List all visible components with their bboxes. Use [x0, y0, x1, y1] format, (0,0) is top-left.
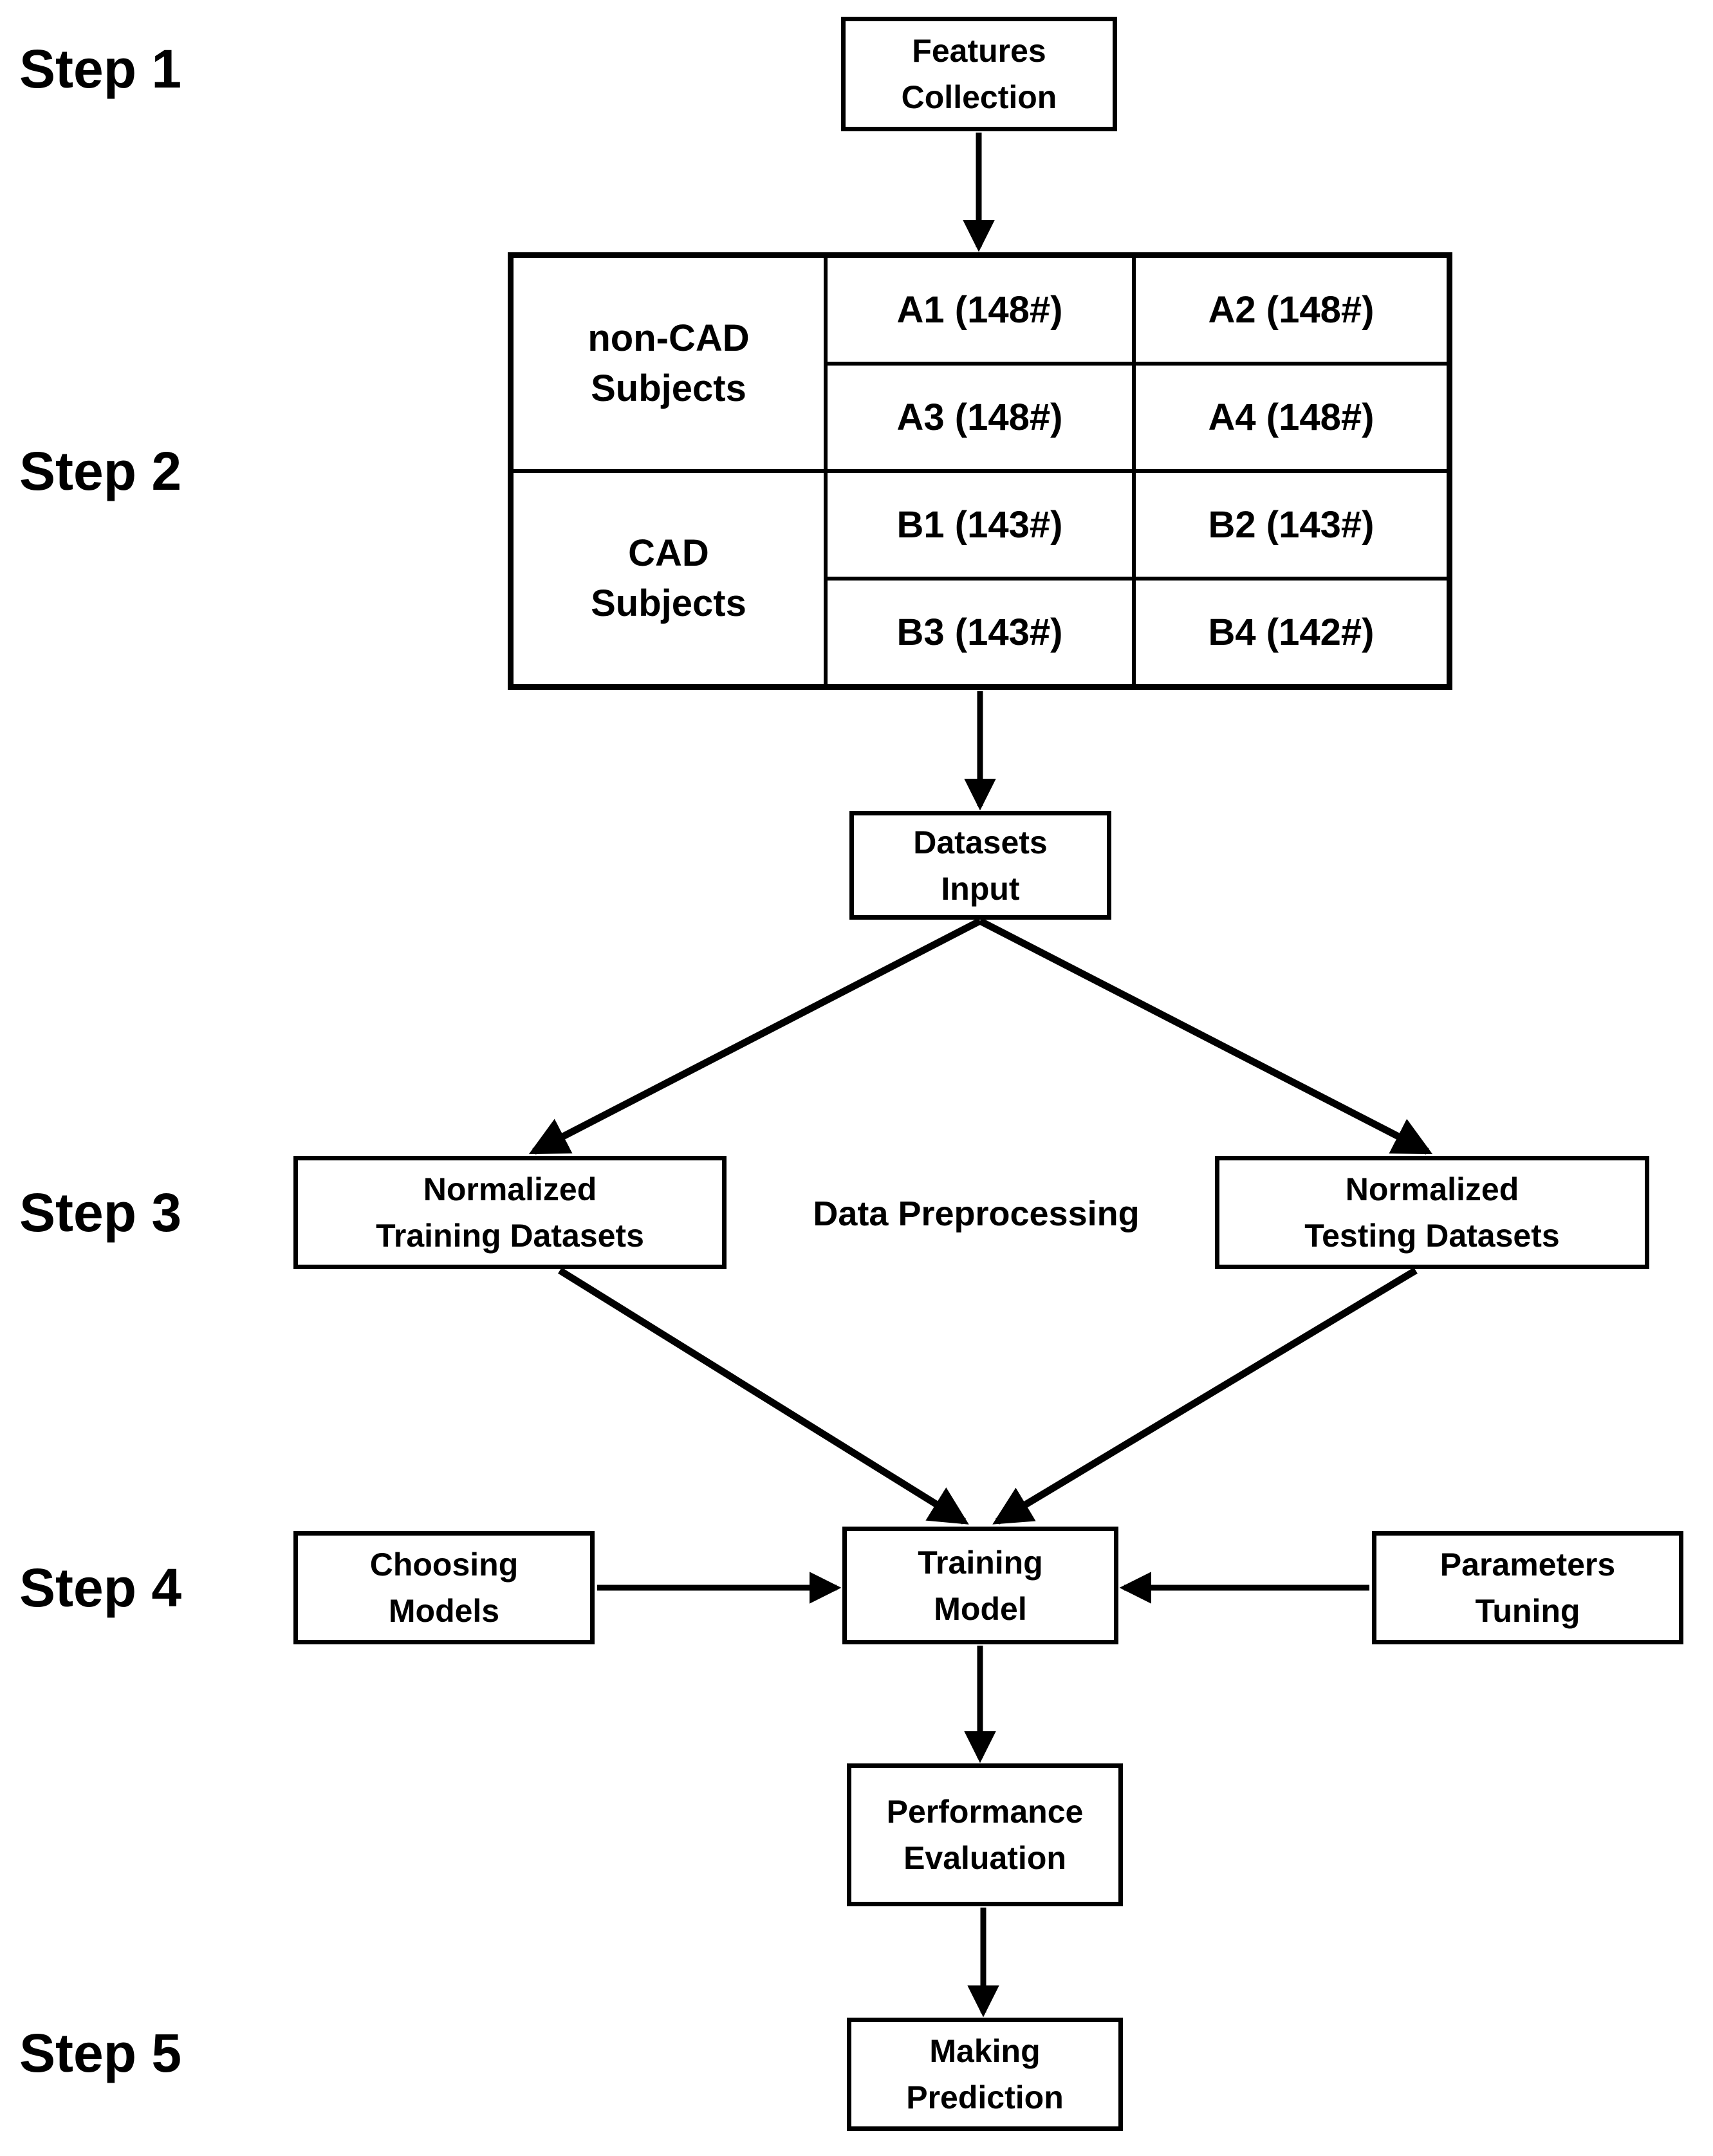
- data-preprocessing-label: Data Preprocessing: [813, 1194, 1140, 1233]
- features-collection-line2: Collection: [901, 79, 1057, 115]
- table-cell-a1: A1 (148#): [825, 256, 1134, 364]
- arrow-datasets-to-training-datasets: [528, 918, 982, 1155]
- parameters-tuning-line2: Tuning: [1475, 1593, 1580, 1629]
- features-collection-line1: Features: [912, 33, 1046, 69]
- normalized-training-line2: Training Datasets: [376, 1218, 644, 1254]
- training-model-line2: Model: [934, 1590, 1027, 1627]
- normalized-testing-line1: Normalized: [1345, 1171, 1519, 1207]
- table-cell-a4: A4 (148#): [1134, 364, 1449, 471]
- datasets-input-line2: Input: [941, 870, 1020, 907]
- step-4-label: Step 4: [19, 1557, 182, 1618]
- normalized-training-datasets-box: Normalized Training Datasets: [293, 1156, 727, 1269]
- table-cell-b1: B1 (143#): [825, 471, 1134, 579]
- table-cell-b2: B2 (143#): [1134, 471, 1449, 579]
- datasets-input-line1: Datasets: [913, 824, 1048, 860]
- normalized-testing-line2: Testing Datasets: [1304, 1218, 1560, 1254]
- parameters-tuning-line1: Parameters: [1440, 1547, 1616, 1583]
- choosing-models-line1: Choosing: [369, 1547, 519, 1583]
- cad-line1: CAD: [628, 532, 709, 574]
- arrow-training-datasets-to-model: [558, 1267, 969, 1525]
- arrow-datasets-to-testing-datasets: [978, 918, 1433, 1155]
- subjects-datasets-grid: non-CAD Subjects A1 (148#) A2 (148#) A3 …: [512, 256, 1449, 686]
- normalized-training-line1: Normalized: [423, 1171, 597, 1207]
- choosing-models-line2: Models: [388, 1593, 500, 1629]
- non-cad-line1: non-CAD: [588, 317, 750, 359]
- step-1-label: Step 1: [19, 39, 182, 99]
- table-header-cad: CAD Subjects: [512, 471, 826, 686]
- parameters-tuning-box: Parameters Tuning: [1372, 1531, 1683, 1644]
- training-model-box: Training Model: [842, 1527, 1118, 1644]
- performance-evaluation-box: Performance Evaluation: [847, 1763, 1123, 1906]
- features-collection-box: Features Collection: [841, 17, 1117, 131]
- table-cell-a3: A3 (148#): [825, 364, 1134, 471]
- making-prediction-line1: Making: [929, 2033, 1041, 2069]
- performance-evaluation-line1: Performance: [886, 1794, 1084, 1830]
- datasets-input-box: Datasets Input: [849, 811, 1111, 920]
- table-cell-a2: A2 (148#): [1134, 256, 1449, 364]
- table-header-non-cad: non-CAD Subjects: [512, 256, 826, 471]
- normalized-testing-datasets-box: Normalized Testing Datasets: [1215, 1156, 1649, 1269]
- making-prediction-line2: Prediction: [906, 2079, 1064, 2115]
- training-model-line1: Training: [918, 1544, 1043, 1581]
- table-cell-b4: B4 (142#): [1134, 579, 1449, 686]
- table-cell-b3: B3 (143#): [825, 579, 1134, 686]
- non-cad-line2: Subjects: [591, 367, 746, 409]
- performance-evaluation-line2: Evaluation: [903, 1840, 1066, 1876]
- making-prediction-box: Making Prediction: [847, 2018, 1123, 2131]
- step-2-label: Step 2: [19, 441, 182, 501]
- cad-line2: Subjects: [591, 582, 746, 624]
- subjects-datasets-table: non-CAD Subjects A1 (148#) A2 (148#) A3 …: [508, 252, 1452, 690]
- arrow-testing-datasets-to-model: [992, 1267, 1418, 1525]
- step-3-label: Step 3: [19, 1182, 182, 1243]
- choosing-models-box: Choosing Models: [293, 1531, 595, 1644]
- step-5-label: Step 5: [19, 2023, 182, 2083]
